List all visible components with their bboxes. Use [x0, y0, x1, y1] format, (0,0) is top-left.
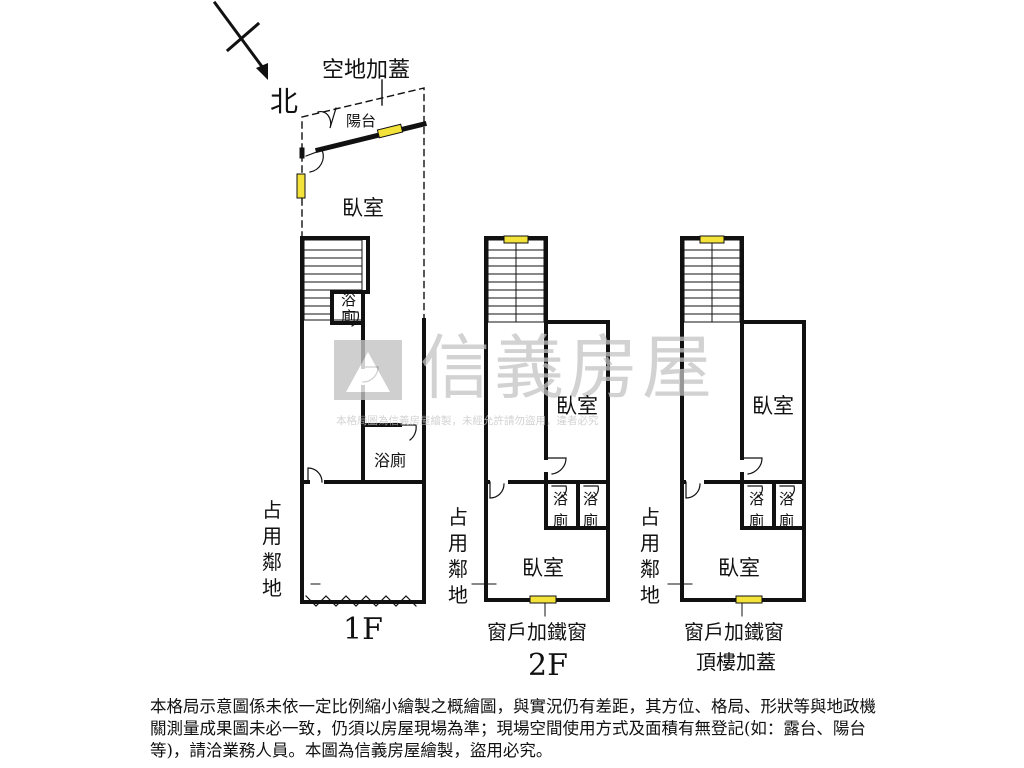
floor1-zigzag: [305, 595, 417, 607]
north-label: 北: [270, 85, 299, 118]
floor3-walls: [680, 236, 806, 602]
floor2-bath-b: 浴 廁: [583, 488, 601, 532]
floor1-encroachment-label: 占用鄰地: [262, 498, 282, 600]
floor3-stairs: [683, 239, 741, 323]
bath-char-2: 廁: [779, 512, 795, 530]
floor2-bedroom-upper: 臥室: [556, 394, 598, 418]
open-space-label: 空地加蓋: [322, 58, 411, 83]
floor2-walls: [484, 236, 610, 602]
floor2-label: 2F: [528, 648, 568, 683]
floor1-stairs: [303, 239, 363, 321]
floor3-bath-a: 浴 廁: [749, 488, 767, 532]
floor2-stairs: [487, 239, 545, 323]
floor3-bedroom-upper: 臥室: [752, 394, 794, 418]
floor3-window-label: 窗戶加鐵窗: [684, 620, 784, 644]
bath-char-2: 廁: [341, 308, 357, 326]
floor2-bath-a: 浴 廁: [553, 488, 571, 532]
bath-char-1: 浴: [341, 291, 357, 309]
watermark-notice: 本格局圖為信義房屋繪製，未經允許請勿盜用，違者必究: [336, 415, 599, 427]
floor1-walls: [300, 236, 426, 604]
balcony-label: 陽台: [346, 112, 377, 130]
rooftop-addition-label: 頂樓加蓋: [696, 650, 776, 674]
floor3-encroachment-label: 占用鄰地: [640, 505, 660, 607]
floor2-encroachment-label: 占用鄰地: [448, 505, 468, 607]
floor2-bedroom-lower: 臥室: [522, 556, 564, 580]
floor3-bedroom-lower: 臥室: [718, 556, 760, 580]
disclaimer-text: 本格局示意圖係未依一定比例縮小繪製之概繪圖，與實況仍有差距，其方位、格局、形狀等…: [150, 697, 876, 760]
floor1-label: 1F: [343, 612, 383, 647]
floor3-bath-b: 浴 廁: [779, 488, 797, 532]
bath-char-1: 浴: [553, 490, 569, 508]
bath-char-1: 浴: [583, 490, 599, 508]
bath-char-2: 廁: [583, 512, 599, 530]
north-arrow-icon: [212, 0, 269, 80]
floor1-bathroom-label: 浴廁: [374, 451, 407, 470]
bath-char-2: 廁: [749, 512, 765, 530]
floor1-small-bath-label: 浴 廁: [341, 292, 359, 326]
floor2-window-label: 窗戶加鐵窗: [487, 620, 587, 644]
bath-char-1: 浴: [779, 490, 795, 508]
top-bedroom-label: 臥室: [342, 196, 384, 220]
bath-char-1: 浴: [749, 490, 765, 508]
bath-char-2: 廁: [553, 512, 569, 530]
brand-logo-icon: [334, 340, 402, 400]
watermark-brand: 信義房屋: [420, 327, 716, 409]
floor-plan: [212, 0, 806, 617]
window-icons: [296, 123, 763, 604]
balcony-wall: [314, 120, 428, 154]
